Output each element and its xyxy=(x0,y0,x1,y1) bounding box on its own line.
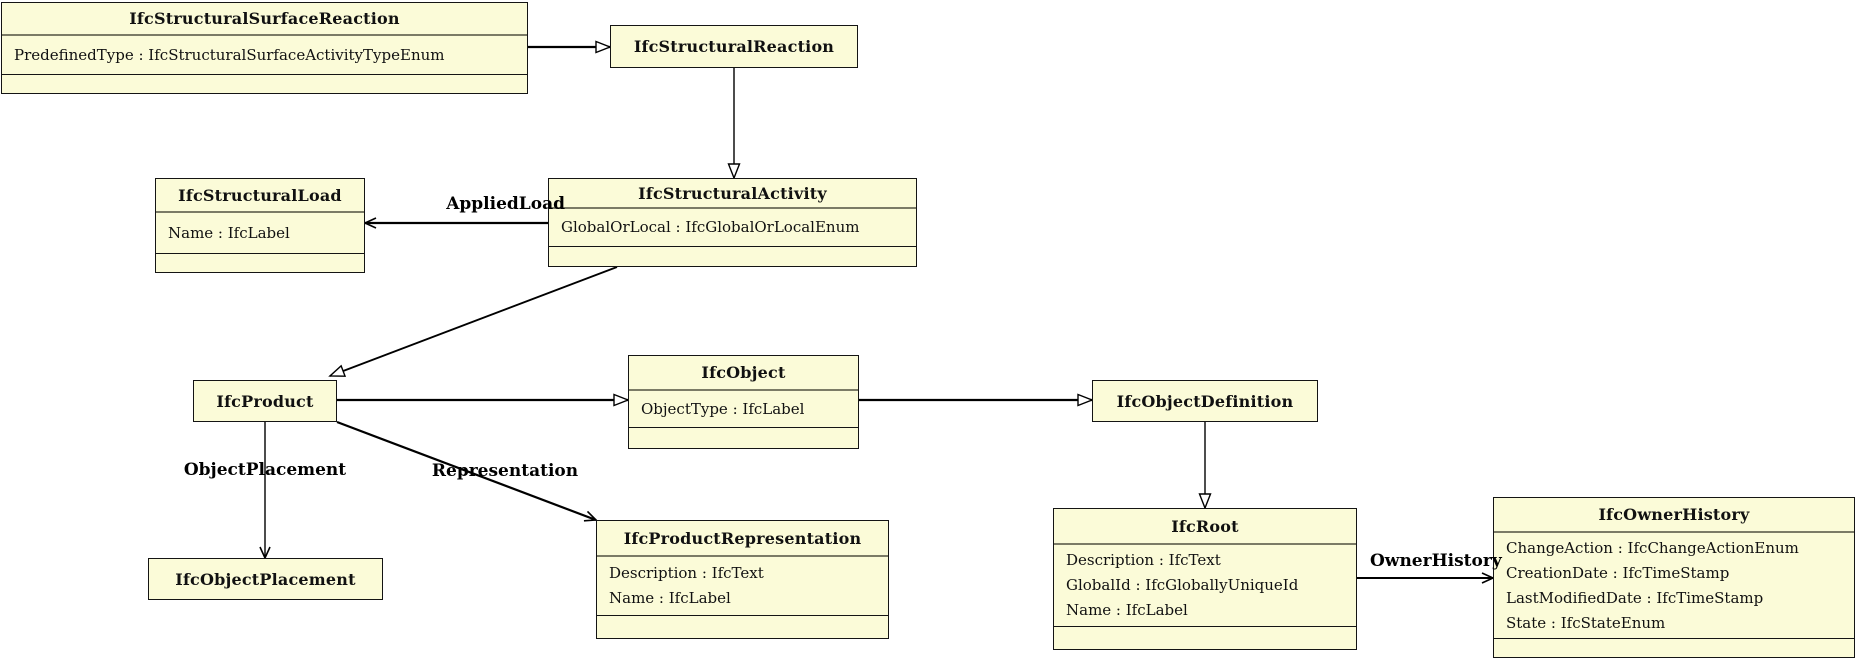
class-attribute: GlobalId : IfcGloballyUniqueId xyxy=(1066,576,1299,594)
class-attribute: Name : IfcLabel xyxy=(168,223,290,242)
class-title: IfcObjectPlacement xyxy=(175,569,356,589)
class-attribute: ChangeAction : IfcChangeActionEnum xyxy=(1506,538,1799,557)
edge-label-objectplacement: ObjectPlacement xyxy=(183,460,347,480)
class-box-ifcproduct: IfcProduct xyxy=(193,380,337,422)
class-attributes: ObjectType : IfcLabel xyxy=(629,389,858,427)
edge-gen-structuralactivity-to-product xyxy=(330,266,618,377)
class-attribute: Description : IfcText xyxy=(1066,551,1221,569)
class-title: IfcProduct xyxy=(216,391,314,411)
class-title: IfcStructuralReaction xyxy=(633,37,835,56)
class-attributes: GlobalOrLocal : IfcGlobalOrLocalEnum xyxy=(549,207,916,246)
class-operations-empty xyxy=(1054,626,1356,649)
edge-label-ownerhistory: OwnerHistory xyxy=(1370,551,1502,571)
class-box-ifcproductrepresentation: IfcProductRepresentation Description : I… xyxy=(596,520,889,639)
class-box-ifcownerhistory: IfcOwnerHistory ChangeAction : IfcChange… xyxy=(1493,497,1855,658)
class-title: IfcObject xyxy=(701,363,786,382)
class-operations-empty xyxy=(597,615,888,638)
class-attributes: Name : IfcLabel xyxy=(156,211,364,253)
class-title: IfcOwnerHistory xyxy=(1598,505,1750,524)
class-box-ifcstructuralsurfacereaction: IfcStructuralSurfaceReaction PredefinedT… xyxy=(1,2,528,94)
class-attribute: ObjectType : IfcLabel xyxy=(641,399,805,418)
class-attributes: PredefinedType : IfcStructuralSurfaceAct… xyxy=(2,34,527,74)
class-attributes: Description : IfcText Name : IfcLabel xyxy=(597,555,888,615)
class-title: IfcStructuralSurfaceReaction xyxy=(129,9,400,28)
class-box-ifcobjectdefinition: IfcObjectDefinition xyxy=(1092,380,1318,422)
edge-label-appliedload: AppliedLoad xyxy=(446,194,565,214)
class-attribute: LastModifiedDate : IfcTimeStamp xyxy=(1506,588,1764,607)
class-attribute: Name : IfcLabel xyxy=(609,589,731,607)
class-box-ifcroot: IfcRoot Description : IfcText GlobalId :… xyxy=(1053,508,1357,650)
class-box-ifcstructuralactivity: IfcStructuralActivity GlobalOrLocal : If… xyxy=(548,178,917,267)
class-operations-empty xyxy=(549,246,916,266)
class-attribute: Description : IfcText xyxy=(609,564,764,582)
class-attributes: ChangeAction : IfcChangeActionEnum Creat… xyxy=(1494,531,1854,638)
class-attribute: PredefinedType : IfcStructuralSurfaceAct… xyxy=(14,45,445,64)
class-operations-empty xyxy=(1494,638,1854,657)
class-title: IfcStructuralLoad xyxy=(178,185,342,205)
class-attribute: Name : IfcLabel xyxy=(1066,601,1188,619)
class-box-ifcstructuralload: IfcStructuralLoad Name : IfcLabel xyxy=(155,178,365,273)
class-box-ifcstructuralreaction: IfcStructuralReaction xyxy=(610,25,858,68)
class-title: IfcObjectDefinition xyxy=(1116,391,1294,411)
class-title: IfcProductRepresentation xyxy=(623,528,862,548)
class-attributes: Description : IfcText GlobalId : IfcGlob… xyxy=(1054,543,1356,626)
class-title: IfcStructuralActivity xyxy=(638,183,827,203)
class-box-ifcobjectplacement: IfcObjectPlacement xyxy=(148,558,383,600)
class-operations-empty xyxy=(629,427,858,448)
class-title: IfcRoot xyxy=(1171,516,1239,536)
class-operations-empty xyxy=(2,74,527,93)
class-operations-empty xyxy=(156,253,364,272)
edge-label-representation: Representation xyxy=(431,461,579,481)
class-attribute: State : IfcStateEnum xyxy=(1506,613,1666,632)
class-attribute: CreationDate : IfcTimeStamp xyxy=(1506,563,1730,582)
class-attribute: GlobalOrLocal : IfcGlobalOrLocalEnum xyxy=(561,218,860,236)
class-box-ifcobject: IfcObject ObjectType : IfcLabel xyxy=(628,355,859,449)
